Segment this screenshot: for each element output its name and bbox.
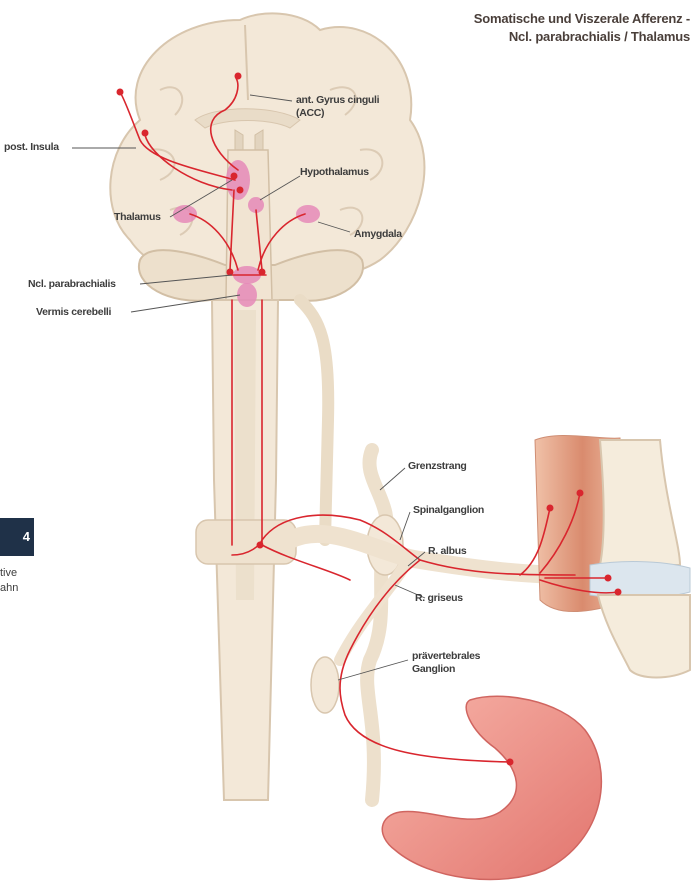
label-acc-line-2: (ACC) [296,107,379,120]
caption-line-1: tive [0,567,17,579]
terminal-insula-top [117,89,124,96]
tibia-bone [598,595,690,678]
label-ncl-parabrachialis: Ncl. parabrachialis [28,278,116,291]
terminal-knee-2 [577,490,584,497]
label-praevertebrales-line-2: Ganglion [412,663,480,676]
sympathetic-trunk [367,450,387,800]
label-praevertebrales-ganglion: prävertebrales Ganglion [412,650,480,676]
stomach [382,696,601,879]
label-r-griseus: R. griseus [415,592,463,605]
label-praevertebrales-line-1: prävertebrales [412,650,480,663]
title-line-2: Ncl. parabrachialis / Thalamus [474,28,690,46]
caption-line-2: ahn [0,582,18,594]
terminal-acc [235,73,242,80]
label-hypothalamus: Hypothalamus [300,166,369,179]
terminal-stomach [507,759,514,766]
figure-number-badge: 4 [0,518,34,556]
label-acc: ant. Gyrus cinguli (ACC) [296,94,379,120]
brain [110,13,424,300]
terminal-knee-3 [605,575,612,582]
femur-bone [600,440,680,565]
label-grenzstrang: Grenzstrang [408,460,467,473]
terminal-thalamus [231,173,238,180]
label-amygdala: Amygdala [354,228,402,241]
leader-grenzstrang [380,468,405,490]
amygdala-right-nucleus [296,205,320,223]
label-r-albus: R. albus [428,545,466,558]
leader-spinalganglion [400,512,410,540]
label-thalamus: Thalamus [114,211,161,224]
label-post-insula: post. Insula [4,141,59,154]
label-acc-line-1: ant. Gyrus cinguli [296,94,379,107]
figure-title: Somatische und Viszerale Afferenz - Ncl.… [474,10,690,46]
terminal-parabrachial-l [227,269,234,276]
terminal-spinal [257,542,264,549]
thalamus-left-nucleus [226,160,250,200]
terminal-knee-1 [547,505,554,512]
terminal-insula [142,130,149,137]
vagus-nerve [300,300,328,540]
terminal-parabrachial-r [259,269,266,276]
prevertebral-ganglion-shape [311,657,339,713]
figure-caption-fragment: tive ahn [0,566,18,596]
title-line-1: Somatische und Viszerale Afferenz - [474,10,690,28]
terminal-knee-4 [615,589,622,596]
vertebral-segment [196,520,296,564]
label-vermis-cerebelli: Vermis cerebelli [36,306,111,319]
knee-joint [535,435,690,677]
terminal-thalamus-2 [237,187,244,194]
label-spinalganglion: Spinalganglion [413,504,484,517]
